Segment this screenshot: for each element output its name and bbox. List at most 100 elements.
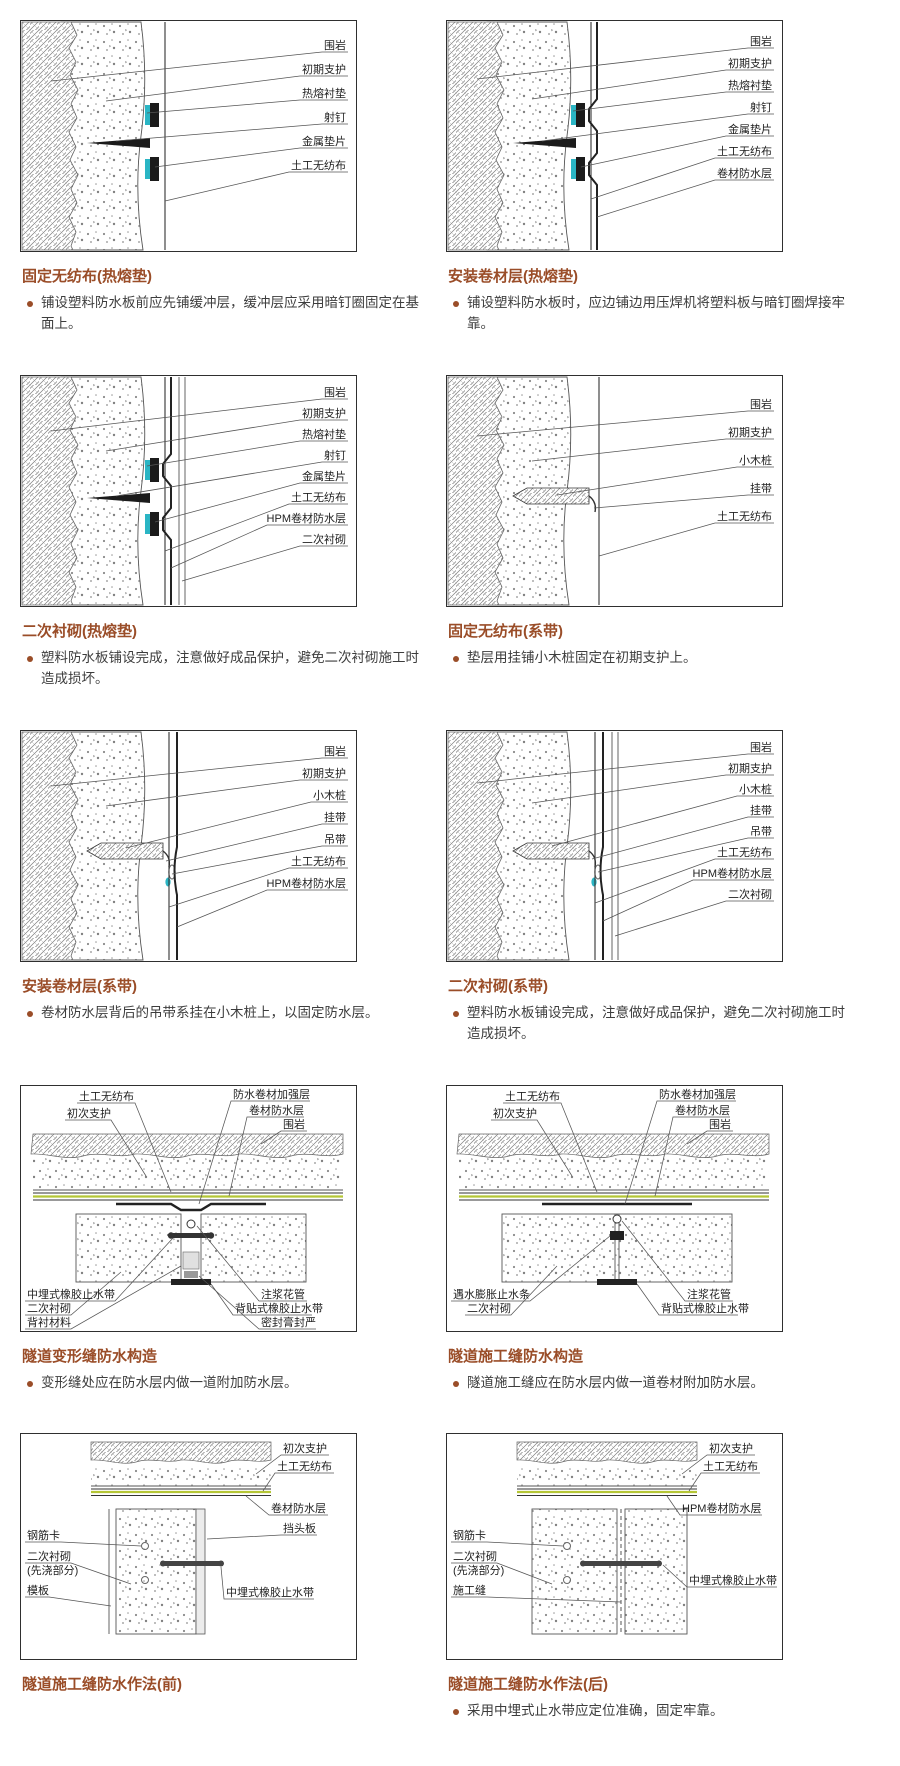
diagram-label: (先浇部分) — [453, 1563, 504, 1577]
strap-drop-icon — [591, 877, 597, 887]
diagram-label: 土工无纺布 — [291, 854, 346, 868]
construction-joint-lines — [614, 1213, 620, 1282]
swelling-waterstop-icon — [610, 1230, 624, 1240]
panel-heading: 隧道施工缝防水作法(前) — [22, 1676, 182, 1694]
diagram-label: 金属垫片 — [302, 134, 346, 148]
diagram-label: 小木桩 — [739, 453, 772, 467]
secondary-lining-precast-block — [115, 1509, 197, 1635]
leader-lines — [476, 47, 774, 218]
diagram-label: 注浆花管 — [687, 1287, 731, 1301]
diagram-label: 土工无纺布 — [703, 1459, 758, 1473]
diagram-joint-method-after: 初次支护 土工无纺布 HPM卷材防水层 中埋式橡胶止水带 钢筋卡 二次衬砌 (先… — [451, 1441, 777, 1635]
panel-joint-method-after: 初次支护 土工无纺布 HPM卷材防水层 中埋式橡胶止水带 钢筋卡 二次衬砌 (先… — [446, 1433, 856, 1722]
diagram-box: 初次支护 土工无纺布 HPM卷材防水层 中埋式橡胶止水带 钢筋卡 二次衬砌 (先… — [446, 1433, 783, 1661]
shotcrete-band — [459, 1157, 769, 1190]
diagram-label: 二次衬砌 — [27, 1549, 71, 1563]
diagram-label: 热熔衬垫 — [728, 78, 772, 92]
diagram-label: 初期支护 — [302, 406, 346, 420]
leader-lines — [50, 398, 348, 582]
diagram-label: 遇水膨胀止水条 — [453, 1287, 530, 1301]
panel-notes: 垫层用挂铺小木桩固定在初期支护上。 — [450, 648, 856, 669]
panel-heading: 固定无纺布(系带) — [448, 622, 563, 640]
diagram-box: 围岩 初期支护 热熔衬垫 射钉 金属垫片 土工无纺布 卷材防水层 — [446, 20, 783, 252]
panel-secondary-lining-strap: 围岩 初期支护 小木桩 挂带 吊带 土工无纺布 HPM卷材防水层 二次衬砌 二次… — [446, 729, 856, 1045]
back-adhered-waterstop-icon — [597, 1278, 637, 1285]
diagram-label: 初次支护 — [67, 1106, 111, 1120]
shotcrete-band — [91, 1464, 271, 1487]
rock-band — [516, 1442, 698, 1465]
diagram-install-membrane-hotmelt: 围岩 初期支护 热熔衬垫 射钉 金属垫片 土工无纺布 卷材防水层 — [447, 21, 774, 251]
panel-heading: 隧道施工缝防水构造 — [448, 1347, 584, 1365]
diagram-label: 施工缝 — [453, 1583, 486, 1597]
diagram-label: 围岩 — [750, 34, 772, 48]
leader-lines — [476, 410, 774, 557]
grout-pipe-icon — [612, 1214, 622, 1224]
diagram-labels: 初次支护 土工无纺布 卷材防水层 挡头板 中埋式橡胶止水带 钢筋卡 二次衬砌 (… — [27, 1441, 332, 1599]
rock-and-shotcrete — [21, 21, 146, 251]
leader-lines — [451, 1100, 738, 1315]
panel-heading: 固定无纺布(热熔垫) — [22, 268, 152, 285]
membrane-line — [173, 731, 178, 960]
back-adhered-waterstop-icon — [171, 1278, 211, 1285]
panel-construction-joint: 土工无纺布 初次支护 防水卷材加强层 卷材防水层 围岩 遇水膨胀止水条 二次衬砌… — [446, 1084, 856, 1394]
rebar-clip-icon — [563, 1542, 571, 1551]
diagram-label: 围岩 — [750, 740, 772, 754]
diagram-label: 围岩 — [324, 385, 346, 399]
diagram-label: 挡头板 — [283, 1521, 316, 1535]
bullet-item: 塑料防水板铺设完成，注意做好成品保护，避免二次衬砌施工时造成损坏。 — [24, 648, 420, 690]
panel-heading: 二次衬砌(系带) — [448, 977, 548, 995]
secondary-lining-second-block — [624, 1509, 688, 1635]
panel-notes: 变形缝处应在防水层内做一道附加防水层。 — [24, 1373, 430, 1394]
diagram-label: 二次衬砌 — [453, 1549, 497, 1563]
diagram-labels: 围岩 初期支护 小木桩 挂带 吊带 土工无纺布 HPM卷材防水层 — [267, 744, 346, 890]
leader-lines — [25, 1455, 334, 1607]
diagram-label: 小木桩 — [739, 782, 772, 796]
diagram-label: 土工无纺布 — [291, 490, 346, 504]
panel-heading: 二次衬砌(热熔垫) — [22, 622, 137, 640]
diagram-label: 围岩 — [283, 1117, 305, 1131]
secondary-lining-lines — [178, 376, 186, 605]
diagram-label: 防水卷材加强层 — [659, 1087, 736, 1101]
diagram-deformation-joint: 土工无纺布 初次支护 防水卷材加强层 卷材防水层 围岩 中埋式橡胶止水带 二次衬… — [25, 1087, 344, 1329]
diagram-construction-joint: 土工无纺布 初次支护 防水卷材加强层 卷材防水层 围岩 遇水膨胀止水条 二次衬砌… — [451, 1087, 770, 1315]
diagram-label: 围岩 — [750, 397, 772, 411]
diagram-label: 模板 — [27, 1583, 49, 1597]
diagram-label: 密封膏封严 — [261, 1315, 316, 1329]
diagram-label: 土工无纺布 — [505, 1089, 560, 1103]
panel-notes: 隧道施工缝应在防水层内做一道卷材附加防水层。 — [450, 1373, 856, 1394]
bullet-item: 铺设塑料防水板前应先铺缓冲层，缓冲层应采用暗钉圈固定在基面上。 — [24, 293, 420, 335]
diagram-label: 初期支护 — [302, 62, 346, 76]
diagram-label: 围岩 — [324, 38, 346, 52]
panel-notes: 塑料防水板铺设完成，注意做好成品保护，避免二次衬砌施工时造成损坏。 — [450, 1003, 856, 1045]
shotcrete-band — [33, 1157, 343, 1190]
reinforcing-strip-line — [116, 1202, 266, 1211]
diagram-label: 围岩 — [324, 744, 346, 758]
diagram-label: 二次衬砌 — [302, 532, 346, 546]
panel-heading: 安装卷材层(热熔垫) — [448, 268, 578, 285]
rock-and-shotcrete — [21, 376, 146, 606]
diagram-box: 围岩 初期支护 小木桩 挂带 土工无纺布 — [446, 374, 783, 607]
panel-install-membrane-hotmelt: 围岩 初期支护 热熔衬垫 射钉 金属垫片 土工无纺布 卷材防水层 安装卷材层(热… — [446, 20, 856, 335]
rebar-clip-icon — [141, 1542, 149, 1551]
bullet-item: 变形缝处应在防水层内做一道附加防水层。 — [24, 1373, 420, 1394]
diagram-label: 射钉 — [324, 448, 346, 462]
diagram-label: (先浇部分) — [27, 1563, 78, 1577]
diagram-label: HPM卷材防水层 — [693, 866, 772, 880]
leader-lines — [451, 1455, 777, 1603]
diagram-label: 防水卷材加强层 — [233, 1087, 310, 1101]
diagram-label: 金属垫片 — [728, 122, 772, 136]
diagram-box: 围岩 初期支护 热熔衬垫 射钉 金属垫片 土工无纺布 — [20, 20, 357, 252]
panel-notes: 铺设塑料防水板前应先铺缓冲层，缓冲层应采用暗钉圈固定在基面上。 — [24, 293, 430, 335]
backing-material-icon — [182, 1251, 200, 1269]
diagram-label: 初期支护 — [728, 425, 772, 439]
membrane-line — [162, 376, 172, 605]
panel-joint-method-before: 初次支护 土工无纺布 卷材防水层 挡头板 中埋式橡胶止水带 钢筋卡 二次衬砌 (… — [20, 1433, 430, 1722]
diagram-labels: 围岩 初期支护 小木桩 挂带 土工无纺布 — [717, 397, 772, 523]
diagram-label: 土工无纺布 — [277, 1459, 332, 1473]
embedded-waterstop-icon — [160, 1560, 224, 1567]
diagram-label: 围岩 — [709, 1117, 731, 1131]
diagram-install-membrane-strap: 围岩 初期支护 小木桩 挂带 吊带 土工无纺布 HPM卷材防水层 — [21, 731, 348, 961]
diagram-label: 二次衬砌 — [27, 1301, 71, 1315]
panel-heading: 隧道施工缝防水作法(后) — [448, 1676, 608, 1694]
rock-band — [30, 1133, 344, 1158]
